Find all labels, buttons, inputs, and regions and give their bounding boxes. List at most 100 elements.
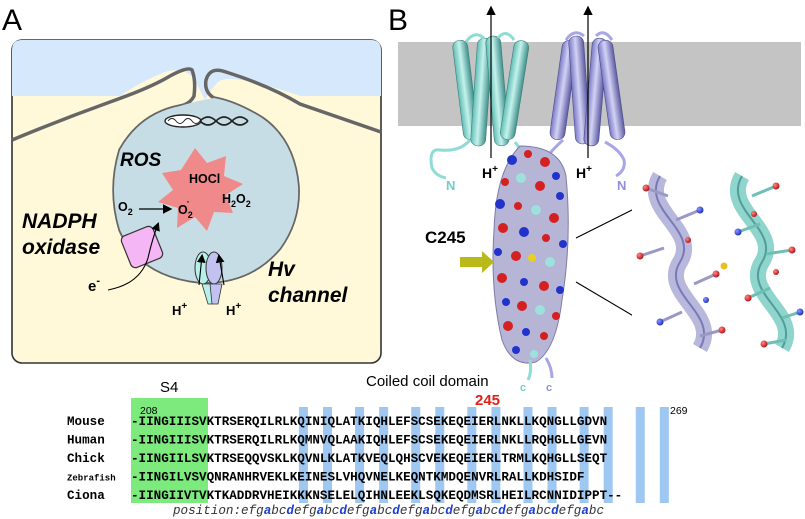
panel-a-letter: A xyxy=(2,4,22,37)
heptad-letter: f xyxy=(513,504,521,518)
heptad-column-11 xyxy=(603,407,613,503)
proton-label-right: H+ xyxy=(226,301,241,318)
heptad-column-8 xyxy=(523,407,533,503)
c-terminus-right: c xyxy=(546,382,552,394)
sequence-row: -IINGIIISVKTRSERQILRLKQMNVQLAAKIQHLEFSCS… xyxy=(131,434,607,448)
c245-label: C245 xyxy=(425,228,466,247)
heptad-letter: d xyxy=(551,504,559,518)
heptad-letter: b xyxy=(271,504,279,518)
sequence-row: -IINGIIVTVKTKADDRVHEIKKKNSELELQIHNLEEKLS… xyxy=(131,489,622,503)
ros-star-icon xyxy=(158,148,243,231)
heptad-column-4 xyxy=(411,407,421,503)
heptad-position-line: position:efgabcdefgabcdefgabcdefgabcdefg… xyxy=(172,504,604,518)
heptad-letter: b xyxy=(536,504,544,518)
cyan-subunit xyxy=(429,32,530,180)
heptad-letter: g xyxy=(468,504,476,518)
proton-label-purple: H+ xyxy=(576,164,592,181)
heptad-column-12 xyxy=(635,407,645,503)
heptad-column-2 xyxy=(355,407,365,503)
heptad-letter: f xyxy=(566,504,574,518)
heptad-letter: b xyxy=(324,504,332,518)
heptad-letter: c xyxy=(544,504,552,518)
position-245-number: 245 xyxy=(475,392,500,409)
heptad-letter: g xyxy=(415,504,423,518)
electron-path xyxy=(107,221,160,291)
heptad-letter: c xyxy=(279,504,287,518)
heptad-letter: d xyxy=(392,504,400,518)
ros-label: ROS xyxy=(120,150,162,171)
heptad-letter: b xyxy=(377,504,385,518)
heptad-letter: f xyxy=(407,504,415,518)
sequence-row: -IINGIIISVKTRSERQILRLKQINIQLATKIQHLEFSCS… xyxy=(131,415,607,429)
heptad-column-9 xyxy=(547,407,557,503)
heptad-highlight-columns xyxy=(298,407,669,503)
s4-highlight xyxy=(131,398,208,503)
species-label: Ciona xyxy=(67,489,105,503)
heptad-column-5 xyxy=(435,407,445,503)
heptad-column-13 xyxy=(659,407,669,503)
heptad-letter: f xyxy=(460,504,468,518)
superoxide-label: O2· xyxy=(178,197,193,220)
sequence-row: -IINGILVSVQNRANHRVEKLKEINESLVHQVNELKEQNT… xyxy=(131,471,584,485)
position-end-number: 269 xyxy=(670,405,688,417)
heptad-letter: e xyxy=(294,504,302,518)
heptad-letter: g xyxy=(362,504,370,518)
alignment-title: Coiled coil domain xyxy=(366,373,489,390)
position-start-number: 208 xyxy=(140,405,158,417)
heptad-letter: d xyxy=(286,504,294,518)
proton-arrow-right xyxy=(215,253,225,286)
electron-label: e- xyxy=(88,275,100,295)
heptad-letter: e xyxy=(241,504,249,518)
heptad-letter: b xyxy=(430,504,438,518)
heptad-letter: c xyxy=(438,504,446,518)
heptad-letter: c xyxy=(596,504,604,518)
n-terminus-left: N xyxy=(446,178,455,193)
heptad-letter: a xyxy=(475,504,483,518)
proton-arrow-left xyxy=(196,253,206,286)
alignment-rows: Mouse -IINGIIISVKTRSERQILRLKQINIQLATKIQHL… xyxy=(67,415,622,503)
oxygen-label: O2 xyxy=(118,200,133,217)
heptad-letter: a xyxy=(423,504,431,518)
heptad-letter: f xyxy=(354,504,362,518)
hv-channel-icon xyxy=(194,251,223,305)
heptad-letter: e xyxy=(506,504,514,518)
heptad-letter: g xyxy=(256,504,264,518)
heptad-letter: g xyxy=(521,504,529,518)
sequence-row: -IINGIILSVKTRSEQQVSKLKQVNLKLATKVEQLQHSCV… xyxy=(131,452,608,466)
hv-label-line1: Hv xyxy=(268,258,296,281)
heptad-column-1 xyxy=(322,407,332,503)
s4-label: S4 xyxy=(160,379,178,396)
heptad-column-6 xyxy=(467,407,477,503)
heptad-letter: d xyxy=(339,504,347,518)
hv-label-line2: channel xyxy=(268,284,349,307)
hydrogen-peroxide-label: H2O2 xyxy=(222,192,251,209)
species-label: Zebrafish xyxy=(67,474,116,484)
species-label: Mouse xyxy=(67,415,105,429)
heptad-column-7 xyxy=(491,407,501,503)
hocl-label: HOCl xyxy=(189,172,220,186)
c-terminus-left: c xyxy=(520,382,526,394)
surface-atoms xyxy=(494,150,567,358)
heptad-column-3 xyxy=(379,407,389,503)
heptad-letter: a xyxy=(370,504,378,518)
extracellular-region xyxy=(12,40,381,100)
panel-b: B H+ H+ N N xyxy=(388,4,805,394)
heptad-letter: e xyxy=(453,504,461,518)
heptad-letter: g xyxy=(309,504,317,518)
heptad-letter: f xyxy=(302,504,310,518)
species-label: Human xyxy=(67,434,105,448)
heptad-letter: f xyxy=(249,504,257,518)
heptad-column-0 xyxy=(298,407,308,503)
sequence-alignment: S4 Coiled coil domain 208 245 269 Mouse -… xyxy=(67,373,688,518)
heptad-letter: g xyxy=(574,504,582,518)
species-label: Chick xyxy=(67,452,105,466)
heptad-letter: a xyxy=(317,504,325,518)
nadph-label-line2: oxidase xyxy=(22,236,101,259)
heptad-letter: c xyxy=(385,504,393,518)
heptad-letter: e xyxy=(347,504,355,518)
heptad-letter: c xyxy=(332,504,340,518)
panel-a: A ROS HOCl O2 O2· H2O2 NADPH oxidase e- xyxy=(2,4,382,364)
n-terminus-right: N xyxy=(617,178,626,193)
atomic-detail-inset xyxy=(632,171,805,353)
